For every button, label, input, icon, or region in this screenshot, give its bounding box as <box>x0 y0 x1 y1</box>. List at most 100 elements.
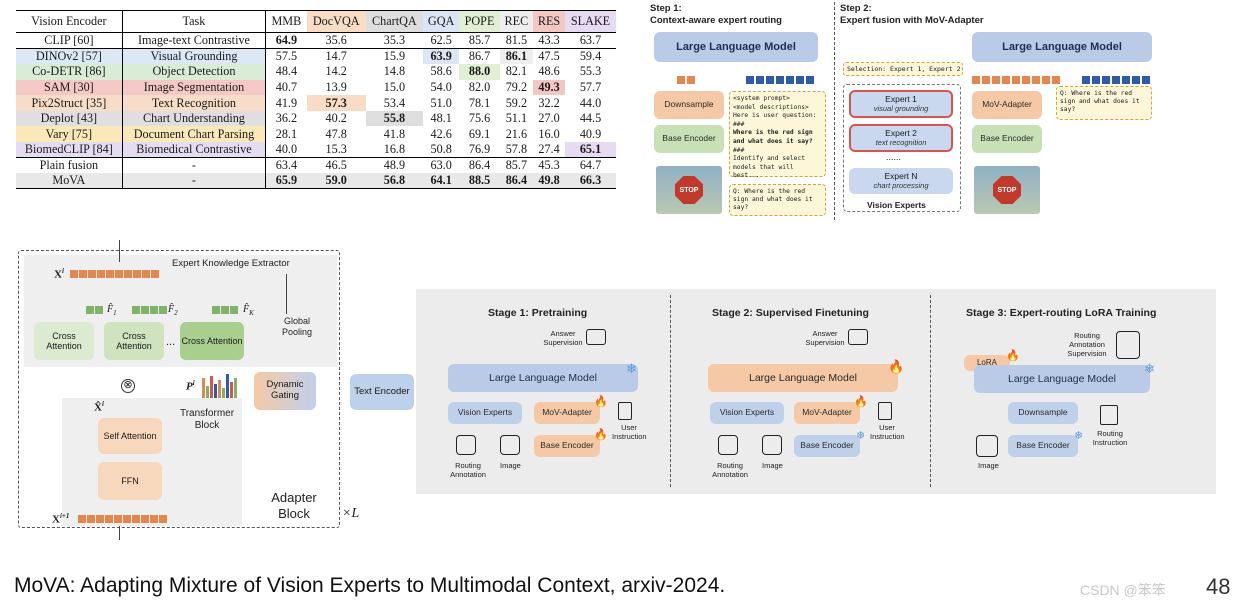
table-cell: 15.9 <box>365 48 423 65</box>
x-output-tokens <box>78 515 167 523</box>
table-cell: 64.1 <box>430 173 452 188</box>
table-cell: Image-text Contrastive <box>122 32 267 49</box>
self-attention-box: Self Attention <box>98 418 162 454</box>
cross-attention-dots: ... <box>166 336 176 348</box>
input-arrow <box>119 240 120 262</box>
stage3-image-icon <box>976 435 998 457</box>
f1-label: F̂1 <box>107 304 117 317</box>
stage1-base-encoder: Base Encoder <box>534 435 600 457</box>
selection-box: Selection: Expert 1, Expert 2 <box>843 62 963 76</box>
prompt-line: <system prompt> <box>733 95 790 102</box>
expert1-sub: visual grounding <box>873 103 929 113</box>
pooling-arrow <box>286 274 287 314</box>
table-header-docvqa: DocVQA <box>306 10 366 33</box>
table-cell: 15.3 <box>325 142 347 157</box>
table-cell: 44.5 <box>579 111 602 126</box>
table-cell: 43.3 <box>538 33 560 47</box>
table-header-vision-encoder: Vision Encoder <box>16 10 123 33</box>
table-cell: 35.6 <box>325 33 347 47</box>
table-cell: 21.6 <box>505 126 528 141</box>
table-cell: BiomedCLIP [84] <box>16 142 123 158</box>
stage3-routing-annotation-supervision: Routing Annotation Supervision <box>1067 331 1107 358</box>
table-cell: 65.1 <box>564 142 616 158</box>
stop-sign-image: STOP <box>656 166 722 214</box>
table-cell: Visual Grounding <box>122 48 267 65</box>
table-cell: 46.5 <box>306 157 366 174</box>
stage1-llm-frozen-icon: ❄ <box>626 361 637 376</box>
table-cell: 53.4 <box>383 95 406 110</box>
table-cell: 14.7 <box>306 48 366 65</box>
prompt-line: <model descriptions> <box>733 103 809 111</box>
p-label: Pi <box>186 379 195 393</box>
stage2-chat-icon <box>848 329 868 345</box>
x-output-label: Xi+1 <box>52 512 70 526</box>
weighted-sum-node: ⊗ <box>121 379 135 393</box>
table-cell: 50.8 <box>430 142 452 157</box>
table-cell: 86.4 <box>459 157 500 174</box>
table-cell: Vary [75] <box>16 126 123 143</box>
stage2-answer-supervision: Answer Supervision <box>805 329 845 347</box>
stage3-base-encoder: Base Encoder <box>1008 435 1078 457</box>
table-cell: Deplot [43] <box>16 110 123 127</box>
table-cell: 47.8 <box>325 126 347 141</box>
stage2-llm: Large Language Model <box>708 364 898 392</box>
table-cell: 57.8 <box>505 142 528 157</box>
stop-sign-image-2: STOP <box>974 166 1040 214</box>
table-cell: 76.9 <box>468 142 491 157</box>
table-cell: 86.4 <box>505 173 528 188</box>
stage1-image-icon <box>500 435 520 455</box>
fk-label: F̂K <box>243 304 254 317</box>
table-cell: 41.9 <box>275 95 298 110</box>
table-cell: 63.0 <box>422 157 460 174</box>
stage1-chat-icon <box>586 329 606 345</box>
gating-bars-icon <box>202 372 242 398</box>
expertN-sub: chart processing <box>873 180 929 190</box>
stage3-image-label: Image <box>978 461 999 470</box>
table-cell: 59.0 <box>325 173 347 188</box>
stage1-encoder-fire-icon: 🔥 <box>594 429 608 441</box>
dynamic-gating-box: Dynamic Gating <box>254 372 316 410</box>
table-cell: 27.4 <box>538 142 560 157</box>
table-cell: 32.2 <box>538 95 560 110</box>
table-header-chartqa: ChartQA <box>365 10 423 33</box>
table-cell: 54.0 <box>430 79 452 94</box>
times-l-label: ×L <box>342 506 360 521</box>
x-hat-label: X̂i <box>94 400 104 414</box>
visual-tokens-step1 <box>677 76 695 84</box>
adapter-block-label: Adapter Block <box>271 490 317 521</box>
table-cell: 58.6 <box>430 64 452 79</box>
expert2-label: Expert 2 <box>885 127 917 138</box>
vision-experts-label: Vision Experts <box>867 200 926 210</box>
table-cell: 88.0 <box>459 64 500 80</box>
table-cell: 14.2 <box>325 64 347 79</box>
ffn-box: FFN <box>98 462 162 500</box>
output-arrow <box>119 526 120 540</box>
text-tokens-step2 <box>1082 76 1150 84</box>
stage2-image-icon <box>762 435 782 455</box>
table-cell: 16.8 <box>383 142 406 157</box>
routing-diagram: Step 1: Context-aware expert routing Ste… <box>648 0 1233 222</box>
table-cell: Image Segmentation <box>122 79 267 96</box>
table-cell: Document Chart Parsing <box>122 126 267 143</box>
stage1-image-label: Image <box>500 461 521 470</box>
stage1-title: Stage 1: Pretraining <box>488 307 588 319</box>
cross-attention-2: Cross Attention <box>104 322 164 360</box>
stage1-routing-annotation: Routing Annotation <box>450 461 486 479</box>
llm-step2: Large Language Model <box>972 32 1152 62</box>
transformer-block-label: Transformer Block <box>179 408 235 431</box>
table-cell: 55.3 <box>579 64 602 79</box>
stage2-base-encoder: Base Encoder <box>794 435 860 457</box>
stage2-instruction-icon <box>878 402 892 420</box>
expert2-box: Expert 2 text recognition <box>849 124 953 152</box>
table-cell: 79.2 <box>505 79 528 94</box>
base-encoder-step2: Base Encoder <box>972 125 1042 153</box>
table-cell: 36.2 <box>275 111 298 126</box>
stage2-user-instruction: User Instruction <box>870 423 905 441</box>
stage1-instruction-icon <box>618 402 632 420</box>
table-cell: 40.2 <box>325 111 347 126</box>
